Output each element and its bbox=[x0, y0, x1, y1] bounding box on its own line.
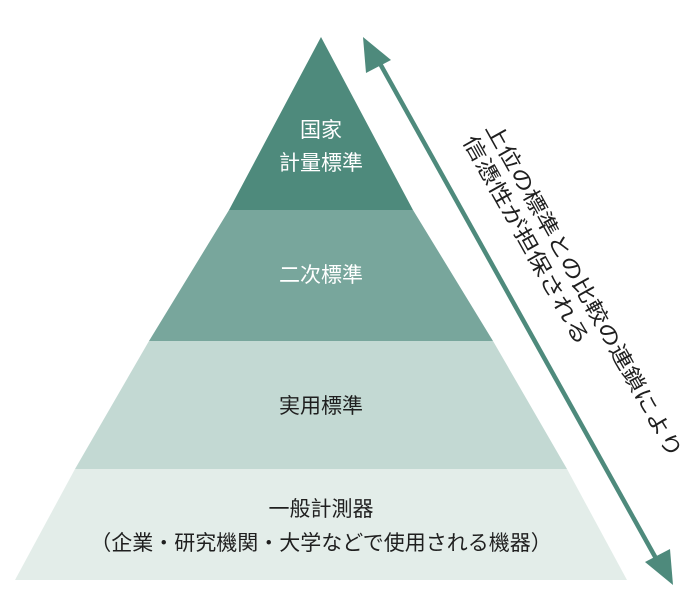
tier-2-label: 二次標準 bbox=[279, 263, 363, 287]
tier-4-label-line-1: 一般計測器 bbox=[269, 497, 374, 521]
tier-national-standard bbox=[229, 37, 413, 210]
tier-4-label-line-2: （企業・研究機関・大学などで使用される機器） bbox=[90, 531, 552, 555]
tier-1-label-line-1: 国家 bbox=[300, 118, 342, 142]
tier-general-instruments bbox=[15, 469, 627, 580]
arrow-shaft bbox=[376, 58, 660, 564]
arrow-head-down-icon bbox=[645, 549, 673, 585]
tier-1-label-line-2: 計量標準 bbox=[279, 151, 363, 175]
tier-working-standard bbox=[75, 341, 567, 469]
arrow-head-up-icon bbox=[363, 37, 391, 73]
tier-secondary-standard bbox=[149, 210, 493, 341]
tier-3-label: 実用標準 bbox=[279, 394, 363, 418]
double-headed-arrow bbox=[363, 37, 673, 585]
